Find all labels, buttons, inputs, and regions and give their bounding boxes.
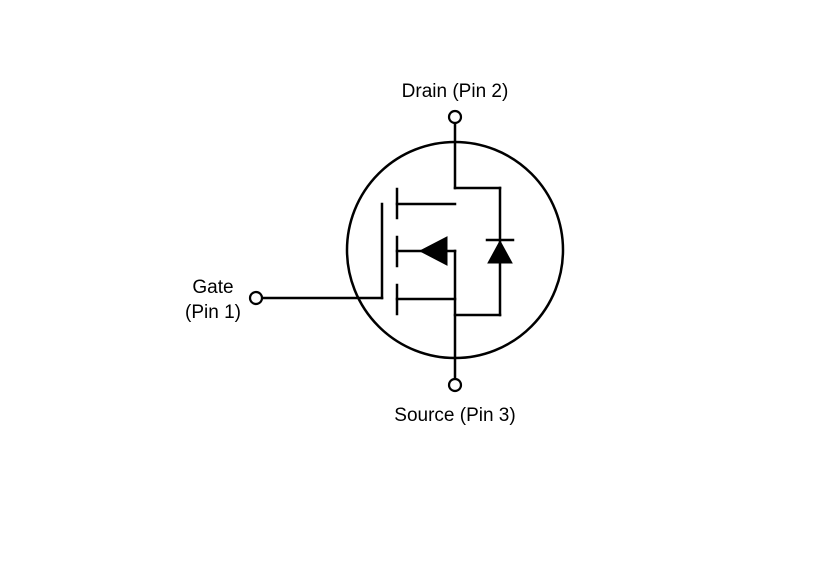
gate-label: Gate [192, 277, 233, 298]
source-terminal [447, 377, 463, 393]
drain-terminal [447, 109, 463, 125]
gate-pin-label: (Pin 1) [185, 302, 241, 323]
source-label: Source (Pin 3) [394, 405, 515, 426]
diode-triangle-icon [487, 239, 513, 264]
body-arrow-icon [418, 236, 448, 266]
drain-label: Drain (Pin 2) [402, 81, 509, 102]
gate-terminal [248, 290, 264, 306]
